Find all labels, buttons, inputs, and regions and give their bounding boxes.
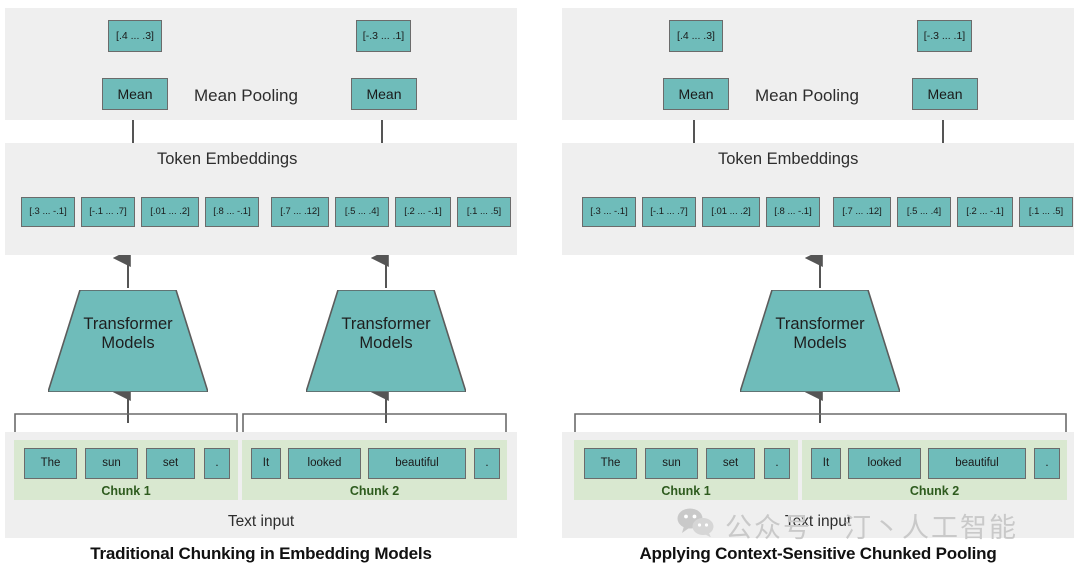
text-input-label: Text input xyxy=(784,513,852,530)
output-vector-box-2: [-.3 ... .1] xyxy=(356,20,411,52)
embedding-box: [.5 ... .4] xyxy=(335,197,389,227)
mean-box-2: Mean xyxy=(912,78,978,110)
panel-context-sensitive-chunked-pooling: [.4 ... .3] [-.3 ... .1] Mean Mean Mean … xyxy=(562,0,1074,574)
input-token-box: looked xyxy=(288,448,361,479)
embedding-box: [.01 ... .2] xyxy=(141,197,199,227)
mean-pooling-label: Mean Pooling xyxy=(755,86,859,105)
chunk-1-caption: Chunk 1 xyxy=(101,484,151,498)
input-token-box: set xyxy=(146,448,195,479)
input-token-box: . xyxy=(764,448,790,479)
panel-traditional-chunking: [.4 ... .3] [-.3 ... .1] Mean Mean Mean … xyxy=(5,0,517,574)
output-vector-box-1: [.4 ... .3] xyxy=(669,20,723,52)
token-embeddings-label: Token Embeddings xyxy=(718,150,859,168)
input-token-box: It xyxy=(251,448,281,479)
mean-pooling-band xyxy=(562,8,1074,120)
mean-box-1: Mean xyxy=(102,78,168,110)
embedding-box: [.3 ... -.1] xyxy=(582,197,636,227)
input-token-box: . xyxy=(204,448,230,479)
input-token-box: set xyxy=(706,448,755,479)
embedding-box: [.8 ... -.1] xyxy=(766,197,820,227)
embedding-box: [.01 ... .2] xyxy=(702,197,760,227)
mean-box-1: Mean xyxy=(663,78,729,110)
embedding-box: [-.1 ... .7] xyxy=(642,197,696,227)
input-token-box: sun xyxy=(645,448,698,479)
mean-pooling-label: Mean Pooling xyxy=(194,86,298,105)
input-token-box: . xyxy=(474,448,500,479)
embedding-box: [.2 ... -.1] xyxy=(395,197,451,227)
mean-pooling-band xyxy=(5,8,517,120)
input-token-box: . xyxy=(1034,448,1060,479)
input-token-box: The xyxy=(24,448,77,479)
input-token-box: sun xyxy=(85,448,138,479)
input-token-box: beautiful xyxy=(368,448,466,479)
output-vector-box-1: [.4 ... .3] xyxy=(108,20,162,52)
chunk-1-caption: Chunk 1 xyxy=(661,484,711,498)
transformer-model-2: Transformer Models xyxy=(306,290,466,392)
input-token-box: beautiful xyxy=(928,448,1026,479)
token-embeddings-label: Token Embeddings xyxy=(157,150,298,168)
chunk-2-caption: Chunk 2 xyxy=(349,484,400,498)
mean-box-2: Mean xyxy=(351,78,417,110)
embedding-box: [-.1 ... .7] xyxy=(81,197,135,227)
chunk-2-caption: Chunk 2 xyxy=(909,484,960,498)
text-input-label: Text input xyxy=(227,513,295,530)
transformer-model-1: Transformer Models xyxy=(740,290,900,392)
panel-title-traditional: Traditional Chunking in Embedding Models xyxy=(90,544,432,563)
embedding-box: [.8 ... -.1] xyxy=(205,197,259,227)
input-token-box: looked xyxy=(848,448,921,479)
output-vector-box-2: [-.3 ... .1] xyxy=(917,20,972,52)
input-token-box: It xyxy=(811,448,841,479)
transformer-model-1: Transformer Models xyxy=(48,290,208,392)
embedding-box: [.3 ... -.1] xyxy=(21,197,75,227)
embedding-box: [.7 ... .12] xyxy=(271,197,329,227)
panel-title-context-sensitive: Applying Context-Sensitive Chunked Pooli… xyxy=(639,544,997,563)
embedding-box: [.2 ... -.1] xyxy=(957,197,1013,227)
input-token-box: The xyxy=(584,448,637,479)
embedding-box: [.7 ... .12] xyxy=(833,197,891,227)
embedding-box: [.1 ... .5] xyxy=(1019,197,1073,227)
embedding-box: [.1 ... .5] xyxy=(457,197,511,227)
embedding-box: [.5 ... .4] xyxy=(897,197,951,227)
